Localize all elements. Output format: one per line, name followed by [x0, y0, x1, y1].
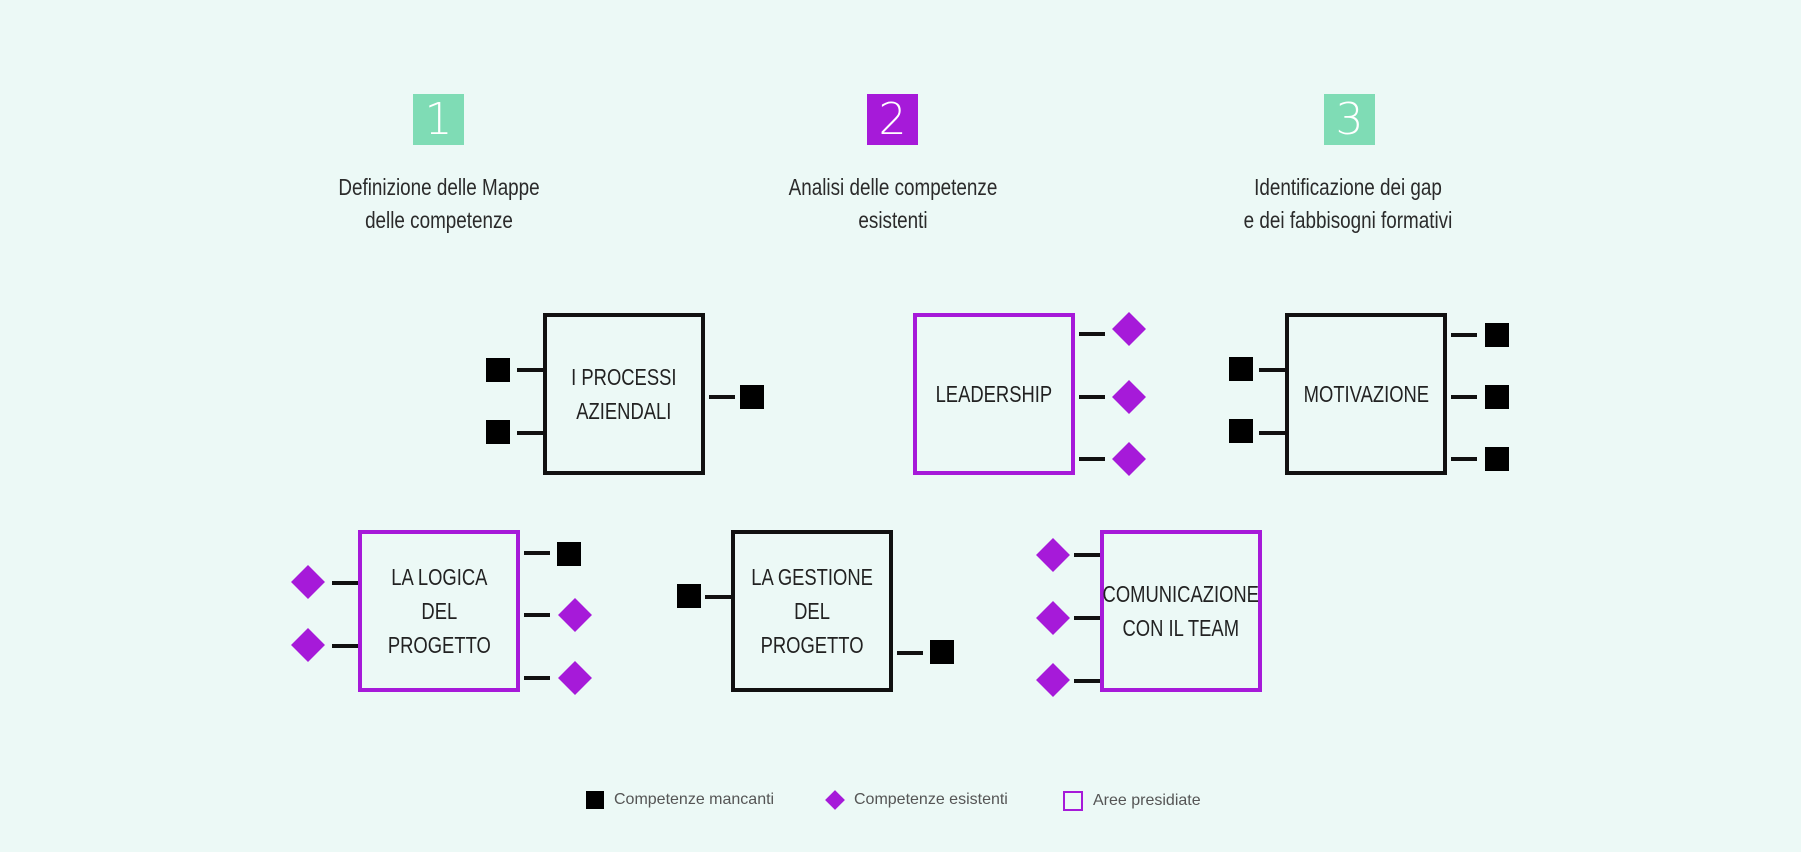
connector — [705, 595, 731, 599]
legend-mancanti: Competenze mancanti — [586, 791, 774, 809]
connector — [517, 368, 543, 372]
area-motivazione-line-1: MOTIVAZIONE — [1303, 381, 1429, 407]
legend-presidiate: Aree presidiate — [1063, 791, 1201, 811]
area-processi-label: I PROCESSI AZIENDALI — [571, 360, 676, 428]
area-comunicazione-box: COMUNICAZIONE CON IL TEAM — [1100, 530, 1262, 692]
connector — [517, 431, 543, 435]
connector — [1079, 395, 1105, 399]
connector — [1259, 368, 1285, 372]
area-leadership-box: LEADERSHIP — [913, 313, 1075, 475]
legend-square-icon — [586, 791, 604, 809]
area-comunicazione-line-2: CON IL TEAM — [1122, 615, 1240, 641]
area-logica-line-2: DEL — [421, 598, 457, 624]
connector — [1079, 332, 1105, 336]
area-leadership-line-1: LEADERSHIP — [935, 381, 1053, 407]
area-logica-line-3: PROGETTO — [387, 632, 491, 658]
competenza-esistente-marker — [1036, 601, 1070, 635]
competenza-esistente-marker — [1112, 380, 1146, 414]
legend-mancanti-label: Competenze mancanti — [614, 791, 775, 808]
competenza-mancante-marker — [677, 584, 701, 608]
area-logica-label: LA LOGICA DEL PROGETTO — [388, 560, 491, 662]
competenza-esistente-marker — [1112, 312, 1146, 346]
competenza-esistente-marker — [1036, 663, 1070, 697]
connector — [1259, 431, 1285, 435]
connector — [1074, 616, 1100, 620]
connector — [897, 651, 923, 655]
area-processi-box: I PROCESSI AZIENDALI — [543, 313, 705, 475]
area-gestione-box: LA GESTIONE DEL PROGETTO — [731, 530, 893, 692]
area-comunicazione-line-1: COMUNICAZIONE — [1102, 581, 1260, 607]
connector — [1451, 333, 1477, 337]
area-logica-box: LA LOGICA DEL PROGETTO — [358, 530, 520, 692]
connector — [332, 644, 358, 648]
connector — [1079, 457, 1105, 461]
connector — [1451, 457, 1477, 461]
area-motivazione-box: MOTIVAZIONE — [1285, 313, 1447, 475]
competenza-mancante-marker — [1229, 419, 1253, 443]
competenza-esistente-marker — [291, 565, 325, 599]
competenza-mancante-marker — [486, 358, 510, 382]
step-2-line-1: Analisi delle competenze — [788, 174, 998, 200]
step-1-badge: 1 — [413, 94, 464, 145]
competenza-esistente-marker — [291, 628, 325, 662]
area-motivazione-label: MOTIVAZIONE — [1303, 377, 1428, 411]
competenza-esistente-marker — [558, 661, 592, 695]
competenza-mancante-marker — [557, 542, 581, 566]
connector — [524, 551, 550, 555]
competenza-esistente-marker — [558, 598, 592, 632]
step-3-badge: 3 — [1324, 94, 1375, 145]
area-leadership-label: LEADERSHIP — [936, 377, 1053, 411]
step-1-line-2: delle competenze — [365, 207, 513, 233]
competenza-mancante-marker — [740, 385, 764, 409]
area-gestione-line-2: DEL — [794, 598, 830, 624]
connector — [524, 676, 550, 680]
competenza-mancante-marker — [1485, 385, 1509, 409]
competenza-mancante-marker — [1229, 357, 1253, 381]
step-1-line-1: Definizione delle Mappe — [338, 174, 540, 200]
competenza-esistente-marker — [1036, 538, 1070, 572]
connector — [1074, 679, 1100, 683]
area-comunicazione-label: COMUNICAZIONE CON IL TEAM — [1103, 577, 1259, 645]
area-processi-line-2: AZIENDALI — [576, 398, 672, 424]
step-2-line-2: esistenti — [858, 207, 928, 233]
area-gestione-label: LA GESTIONE DEL PROGETTO — [751, 560, 873, 662]
connector — [1451, 395, 1477, 399]
legend-esistenti: Competenze esistenti — [825, 790, 1008, 810]
legend-presidiate-label: Aree presidiate — [1093, 792, 1201, 809]
legend-esistenti-label: Competenze esistenti — [854, 791, 1008, 808]
step-1-text: Definizione delle Mappe delle competenze — [300, 171, 579, 237]
competenza-mancante-marker — [486, 420, 510, 444]
step-3-text: Identificazione dei gap e dei fabbisogni… — [1209, 171, 1488, 237]
connector — [1074, 553, 1100, 557]
step-3-line-1: Identificazione dei gap — [1254, 174, 1442, 200]
legend-diamond-icon — [825, 790, 845, 810]
legend-outline-square-icon — [1063, 791, 1083, 811]
competenza-esistente-marker — [1112, 442, 1146, 476]
step-3-line-2: e dei fabbisogni formativi — [1243, 207, 1453, 233]
step-2-badge: 2 — [867, 94, 918, 145]
connector — [709, 395, 735, 399]
competenza-mancante-marker — [1485, 323, 1509, 347]
area-processi-line-1: I PROCESSI — [571, 364, 677, 390]
connector — [524, 613, 550, 617]
area-gestione-line-3: PROGETTO — [760, 632, 864, 658]
competenza-mancante-marker — [1485, 447, 1509, 471]
competenza-mancante-marker — [930, 640, 954, 664]
step-2-text: Analisi delle competenze esistenti — [754, 171, 1033, 237]
area-gestione-line-1: LA GESTIONE — [751, 564, 873, 590]
area-logica-line-1: LA LOGICA — [390, 564, 488, 590]
connector — [332, 581, 358, 585]
